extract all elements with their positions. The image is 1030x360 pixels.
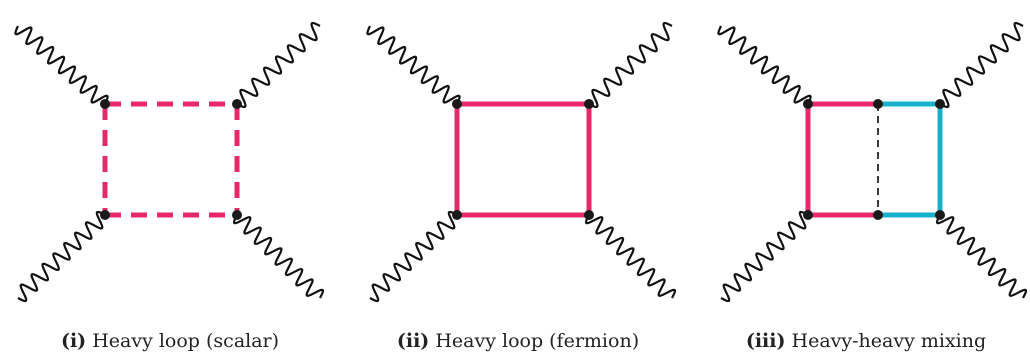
vertex-dot — [584, 210, 594, 220]
caption-tag: (i) — [60, 330, 87, 352]
caption-heavy-loop-scalar: (i) Heavy loop (scalar) — [0, 330, 340, 352]
diagram-heavy-loop-fermion — [366, 21, 677, 303]
wavy-boson-line — [369, 210, 458, 303]
vertex-dot — [935, 99, 945, 109]
wavy-boson-line — [935, 214, 1028, 299]
vertex-dot — [100, 210, 110, 220]
wavy-boson-line — [588, 21, 673, 109]
wavy-boson-line — [939, 21, 1024, 109]
caption-tag: (iii) — [745, 330, 786, 352]
caption-tag: (ii) — [396, 330, 430, 352]
caption-text: Heavy loop (fermion) — [435, 330, 640, 352]
diagram-heavy-loop-scalar — [14, 21, 325, 303]
vertex-dot — [873, 99, 883, 109]
vertex-dot — [452, 210, 462, 220]
vertex-dot — [803, 210, 813, 220]
caption-text: Heavy loop (scalar) — [92, 330, 280, 352]
caption-text: Heavy-heavy mixing — [791, 330, 987, 352]
wavy-boson-line — [717, 25, 812, 105]
wavy-boson-line — [720, 210, 809, 303]
wavy-boson-line — [14, 25, 109, 105]
vertex-dot — [232, 210, 242, 220]
wavy-boson-line — [236, 21, 321, 109]
vertex-dot — [803, 99, 813, 109]
heavy-fermion-loop — [454, 101, 592, 218]
vertex-dot — [452, 99, 462, 109]
vertex-dot — [584, 99, 594, 109]
wavy-boson-line — [366, 25, 461, 105]
wavy-boson-line — [17, 210, 106, 303]
wavy-boson-line — [232, 214, 325, 299]
vertex-dot — [100, 99, 110, 109]
diagram-heavy-heavy-mixing — [717, 21, 1028, 303]
vertex-dot — [232, 99, 242, 109]
vertex-dot — [935, 210, 945, 220]
wavy-boson-line — [584, 214, 677, 299]
caption-heavy-loop-fermion: (ii) Heavy loop (fermion) — [348, 330, 688, 352]
caption-heavy-heavy-mixing: (iii) Heavy-heavy mixing — [696, 330, 1030, 352]
vertex-dot — [873, 210, 883, 220]
